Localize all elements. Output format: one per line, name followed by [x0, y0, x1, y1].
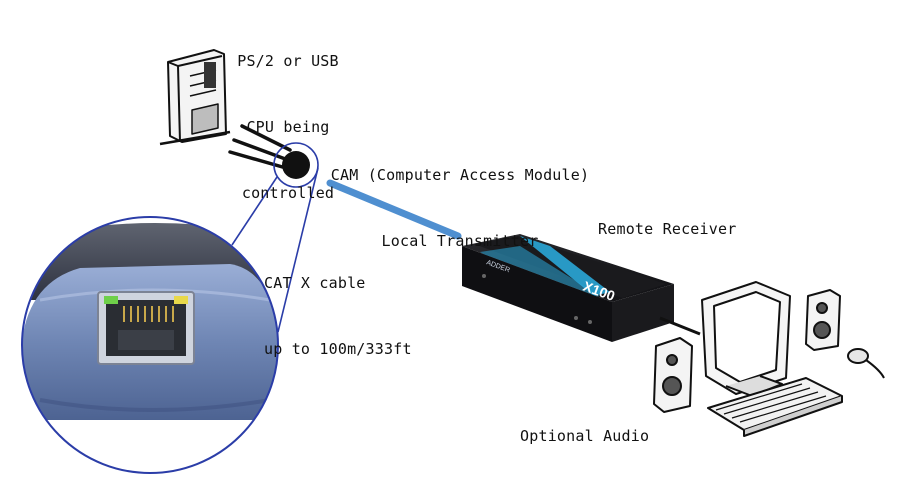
monitor-icon: [701, 281, 801, 409]
cam-label-line1: CAM (Computer Access Module): [330, 166, 590, 184]
cam-focus-ring: [273, 142, 319, 188]
keyboard-icon: [707, 377, 843, 437]
cam-module-icon: [282, 151, 310, 179]
zoom-leader-right: [277, 167, 319, 333]
cam-module-closeup: [22, 217, 278, 473]
receiver-label: Remote Receiver: [598, 220, 737, 238]
zoom-leader-top: [231, 176, 278, 246]
cpu-label: PS/2 or USB CPU being controlled: [228, 6, 348, 226]
cpu-label-line2: CPU being: [246, 118, 330, 136]
cam-label: CAM (Computer Access Module) Local Trans…: [300, 120, 620, 274]
remote-receiver-device: ADDER X100: [462, 234, 674, 342]
receiver-cable: [659, 316, 701, 336]
cam-label-line2: Local Transmitter: [381, 232, 539, 250]
cpu-label-line1: PS/2 or USB: [237, 52, 339, 70]
speaker-right-icon: [805, 289, 841, 351]
cpu-tower-icon: [159, 49, 231, 146]
audio-label: Optional Audio: [520, 427, 650, 445]
cpu-label-line3: controlled: [241, 184, 335, 202]
cam-cables: [228, 124, 292, 170]
mouse-icon: [847, 348, 885, 379]
cable-label: CAT X cable up to 100m/333ft: [264, 228, 412, 382]
cat-cable: [326, 179, 462, 240]
cable-label-line1: CAT X cable: [264, 274, 366, 292]
cable-label-line2: up to 100m/333ft: [264, 340, 412, 358]
zoom-circle-border: [21, 216, 279, 474]
speaker-left-icon: [653, 337, 693, 413]
